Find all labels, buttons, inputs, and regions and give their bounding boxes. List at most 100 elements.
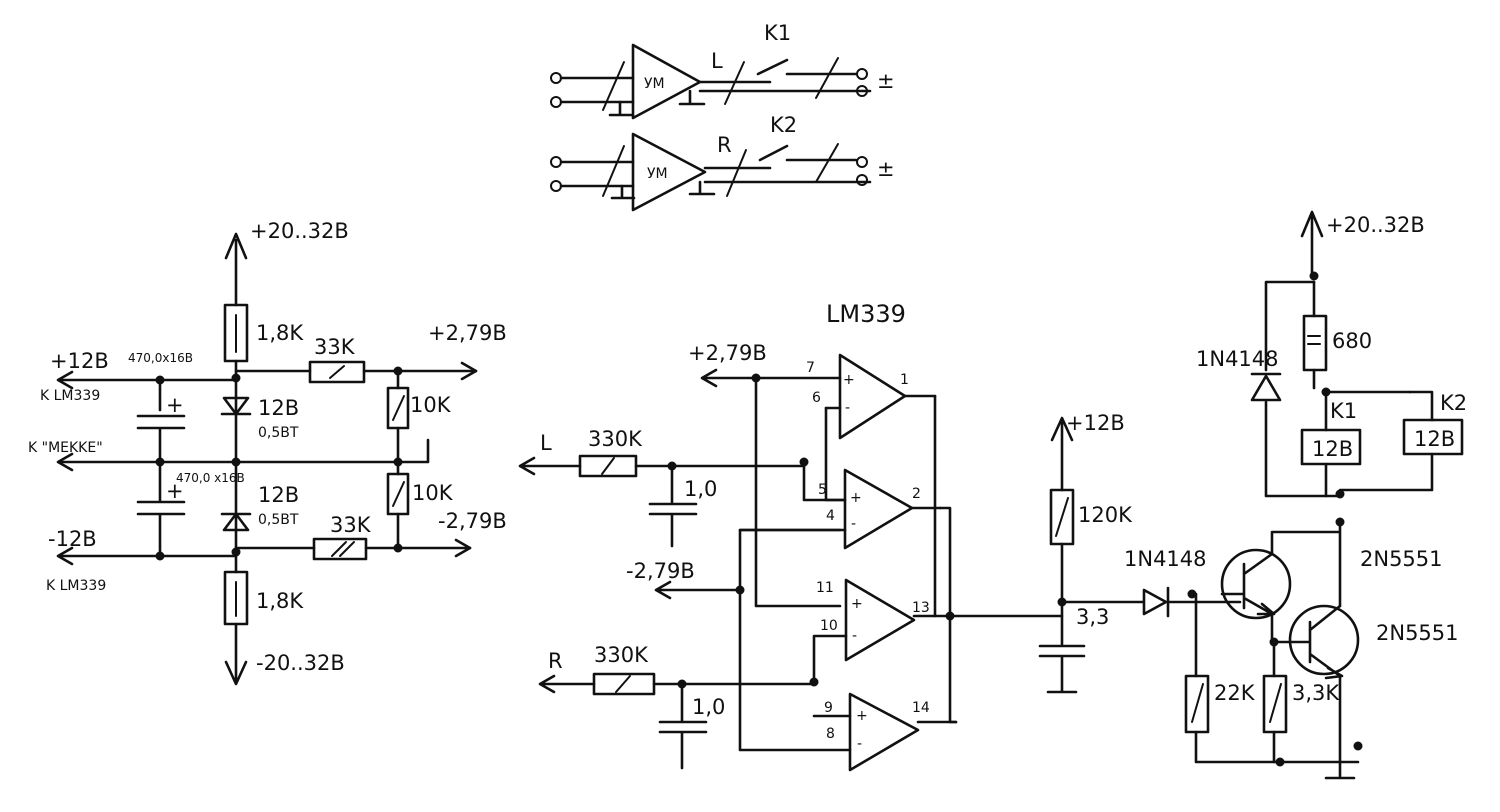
power-supply-section: +20..32B 1,8K +12B K LM339 33K +2,79B + … xyxy=(28,219,507,686)
ic-label: LM339 xyxy=(826,300,906,328)
comp-ref-plus-label: +2,79B xyxy=(688,341,767,365)
resistor-680 xyxy=(1302,314,1328,372)
amp-label: УМ xyxy=(647,166,668,182)
pin-5: 5 xyxy=(818,482,827,498)
comp-ref-minus-label: -2,79B xyxy=(626,559,695,583)
driver-section: +12B 120K 3,3 1N4148 22K 2N5551 2N5551 3… xyxy=(1038,411,1459,780)
speaker-sign: ± xyxy=(877,69,895,93)
pin-10: 10 xyxy=(820,618,838,634)
transistor1-label: 2N5551 xyxy=(1360,547,1443,571)
driver-supply-label: +12B xyxy=(1066,411,1125,435)
pin-14: 14 xyxy=(912,700,930,716)
input-terminal xyxy=(550,156,562,168)
input-terminal xyxy=(550,180,562,192)
comparator-2 xyxy=(843,468,914,550)
pin-2: 2 xyxy=(912,486,921,502)
amp-label: УМ xyxy=(644,76,665,92)
supply-top-label: +20..32B xyxy=(250,219,349,243)
pin-6: 6 xyxy=(812,390,821,406)
speaker-terminal xyxy=(856,174,868,186)
relay-supply-label: +20..32B xyxy=(1326,213,1425,237)
r-series-label: 680 xyxy=(1332,329,1372,353)
pin-11: 11 xyxy=(816,580,834,596)
speaker-terminal xyxy=(856,85,868,97)
transistor-q2 xyxy=(1288,604,1360,676)
channel-L-label: L xyxy=(711,49,723,73)
input-R-label: R xyxy=(548,649,563,673)
out-gnd-to: K "MEKKE" xyxy=(28,440,103,456)
diode-label: 1N4148 xyxy=(1124,547,1207,571)
plus-sign: + xyxy=(851,596,863,612)
input-L-label: L xyxy=(540,431,552,455)
transistor2-label: 2N5551 xyxy=(1376,621,1459,645)
flyback-diode-label: 1N4148 xyxy=(1196,347,1279,371)
r-R-label: 330K xyxy=(594,643,649,667)
input-terminal xyxy=(550,72,562,84)
channel-R-label: R xyxy=(717,133,732,157)
zener-top-label: 12B xyxy=(258,396,299,420)
plus-sign: + xyxy=(850,490,862,506)
plus-sign: + xyxy=(843,372,855,388)
zener-bottom-power: 0,5BT xyxy=(258,512,299,528)
r-emitter-label: 3,3K xyxy=(1292,681,1340,705)
resistor-bottom xyxy=(223,570,249,626)
amplifier-triangle xyxy=(631,132,707,212)
cap-bottom-label: 470,0 x16B xyxy=(176,471,245,485)
input-terminal xyxy=(550,96,562,108)
relay-k2-label: K2 xyxy=(1440,391,1467,415)
r-div-top-label: 33K xyxy=(314,335,356,359)
cap-top-plus: + xyxy=(166,393,184,417)
ref-plus-label: +2,79B xyxy=(428,321,507,345)
comparator-section: LM339 +2,79B -2,79B 7 6 + - 1 5 4 + - 2 … xyxy=(518,300,1064,772)
amp-block-right: УМ R K2 ± xyxy=(550,113,895,212)
ref-minus-label: -2,79B xyxy=(438,509,507,533)
r-base-label: 22K xyxy=(1214,681,1256,705)
pin-13: 13 xyxy=(912,600,930,616)
plus-sign: + xyxy=(856,708,868,724)
out-plus12-label: +12B xyxy=(50,349,109,373)
amp-block-left: УМ L K1 ± xyxy=(550,21,895,120)
minus-sign: - xyxy=(857,736,862,752)
resistor-10k-bottom xyxy=(386,472,410,516)
zener-top-power: 0,5BT xyxy=(258,425,299,441)
r-L-label: 330K xyxy=(588,427,643,451)
r-pullup-label: 120K xyxy=(1078,503,1133,527)
r-div-bottom-label: 33K xyxy=(330,513,372,537)
r-mid-bottom-label: 10K xyxy=(412,481,454,505)
diode-1n4148 xyxy=(1060,586,1242,618)
c-timing-label: 3,3 xyxy=(1076,605,1109,629)
out-minus12-label: -12B xyxy=(48,527,97,551)
relay-K2-label: K2 xyxy=(770,113,797,137)
pin-7: 7 xyxy=(806,360,815,376)
c-R-label: 1,0 xyxy=(692,695,725,719)
speaker-terminal xyxy=(856,68,868,80)
relay-coil-k1 xyxy=(1300,428,1362,466)
out-minus12-to: K LM339 xyxy=(46,578,106,594)
minus-sign: - xyxy=(845,400,850,416)
supply-bottom-label: -20..32B xyxy=(256,651,345,675)
resistor-33k-bottom xyxy=(312,537,368,561)
relay-k1-voltage: 12B xyxy=(1312,437,1353,461)
pin-8: 8 xyxy=(826,726,835,742)
minus-sign: - xyxy=(852,628,857,644)
relay-K1-label: K1 xyxy=(764,21,791,45)
resistor-33k-top xyxy=(308,360,366,384)
relay-k2-voltage: 12B xyxy=(1414,427,1455,451)
flyback-diode xyxy=(1250,372,1282,402)
cap-top-label: 470,0x16B xyxy=(128,351,193,365)
resistor-330k-L xyxy=(578,454,638,478)
zener-top xyxy=(220,396,252,416)
out-plus12-to: K LM339 xyxy=(40,388,100,404)
cap-bottom-plus: + xyxy=(166,479,184,503)
comparator-4 xyxy=(848,692,920,772)
zener-bottom-label: 12B xyxy=(258,483,299,507)
transistor-q1 xyxy=(1220,548,1292,620)
amplifier-triangle xyxy=(631,43,702,120)
resistor-3-3k xyxy=(1262,674,1288,734)
speaker-terminal xyxy=(856,156,868,168)
comparator-1 xyxy=(838,353,907,440)
c-L-label: 1,0 xyxy=(684,477,717,501)
r-bottom-label: 1,8K xyxy=(256,589,304,613)
resistor-22k xyxy=(1184,674,1210,734)
